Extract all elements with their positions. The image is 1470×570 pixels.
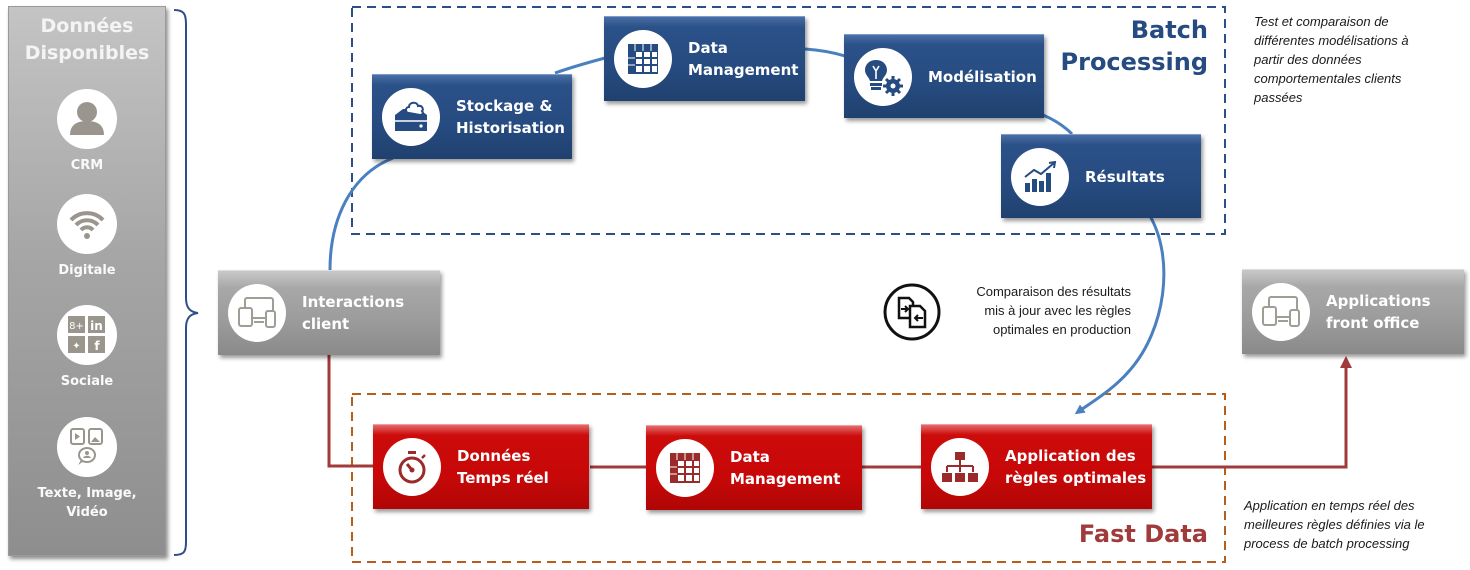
connector-modelisation-resultats [1042,113,1074,136]
connector-stockage-datamgmt [554,56,606,75]
datamgmt-batch-label: Data Management [688,37,798,81]
applications-front-office-box[interactable]: Applications front office [1242,269,1464,354]
batch-title-line2: Processing [1060,48,1208,76]
source-sociale-label: Sociale [60,374,114,389]
datamgmt-fast-label: Data Management [730,446,840,490]
resultats-label: Résultats [1085,167,1165,186]
node-data-management-batch[interactable]: Data Management [604,16,805,101]
curly-brace [173,9,199,556]
batch-note: Test et comparaison de différentes modél… [1254,12,1409,107]
svg-text:✦: ✦ [72,341,80,352]
fast-data-zone [351,393,1226,563]
stopwatch-icon [383,438,441,496]
connector-application-frontoffice [1152,356,1352,469]
batch-note-line: différentes modélisations à [1254,33,1409,48]
source-sociale[interactable]: 8+ in ✦ f Sociale [9,305,165,391]
datamgmt-batch-line1: Data [688,39,728,57]
application-regles-line1: Application des [1005,447,1136,465]
table-grid-icon [614,30,672,88]
batch-note-line: Test et comparaison de [1254,14,1389,29]
source-crm-label: CRM [70,158,104,173]
fast-note-line: Application en temps réel des [1244,498,1415,513]
temps-reel-line1: Données [457,447,531,465]
interactions-client-box[interactable]: Interactions client [218,270,440,355]
temps-reel-line2: Temps réel [457,469,549,487]
source-media-label: Texte, Image, Vidéo [9,484,165,522]
svg-text:in: in [90,319,103,333]
comparison-text: Comparaison des résultats mis à jour ave… [976,282,1131,339]
table-grid-icon [656,439,714,497]
stockage-label: Stockage & Historisation [456,95,565,139]
cloud-storage-icon [382,88,440,146]
batch-title-line1: Batch [1130,16,1208,44]
hierarchy-icon [931,438,989,496]
media-files-icon [57,417,117,477]
datamgmt-fast-line1: Data [730,448,770,466]
stockage-line1: Stockage & [456,97,553,115]
interactions-line2: client [302,315,350,333]
source-digitale[interactable]: Digitale [9,194,165,280]
fast-note-line: process de batch processing [1244,536,1410,551]
connector-datamgmt-modelisation [804,47,846,58]
connector-resultats-application [1074,215,1166,415]
fast-note: Application en temps réel des meilleures… [1244,496,1425,553]
comparison-line: mis à jour avec les règles [984,303,1131,318]
applications-label: Applications front office [1326,290,1431,334]
comparison-line: optimales en production [992,322,1131,337]
sources-panel: Données Disponibles CRM Digitale 8+ in [8,6,166,556]
batch-note-line: comportementales clients [1254,71,1402,86]
source-media[interactable]: Texte, Image, Vidéo [9,417,165,522]
connector-interactions-temps-reel [327,354,373,468]
batch-processing-zone [351,6,1226,235]
interactions-line1: Interactions [302,293,405,311]
application-regles-line2: règles optimales [1005,469,1147,487]
stockage-line2: Historisation [456,119,565,137]
node-donnees-temps-reel[interactable]: Données Temps réel [373,424,589,509]
interactions-client-label: Interactions client [302,291,404,335]
svg-text:f: f [94,339,100,353]
user-icon [57,89,117,149]
devices-icon [228,284,286,342]
chart-trend-icon [1011,147,1069,206]
wifi-icon [57,194,117,254]
batch-note-line: passées [1254,90,1303,105]
applications-line1: Applications [1326,292,1431,310]
node-data-management-fast[interactable]: Data Management [646,425,862,510]
batch-note-line: partir des données [1254,52,1362,67]
devices-icon [1252,283,1310,341]
sources-panel-title: Données Disponibles [9,13,165,67]
sources-title-line2: Disponibles [24,42,150,64]
datamgmt-fast-line2: Management [730,470,841,488]
sources-title-line1: Données [40,15,134,37]
comparison-line: Comparaison des résultats [976,284,1131,299]
source-media-label-line2: Vidéo [66,505,108,520]
datamgmt-batch-line2: Management [688,61,799,79]
modelisation-label: Modélisation [928,67,1037,86]
node-modelisation[interactable]: Modélisation [844,34,1044,118]
batch-processing-title: Batch Processing [1061,14,1208,78]
social-networks-icon: 8+ in ✦ f [57,305,117,365]
node-application-regles[interactable]: Application des règles optimales [921,424,1152,509]
connector-interactions-stockage [328,156,394,271]
source-media-label-line1: Texte, Image, [37,486,137,501]
temps-reel-label: Données Temps réel [457,445,549,489]
node-resultats[interactable]: Résultats [1001,134,1201,218]
source-digitale-label: Digitale [58,263,116,278]
fast-note-line: meilleures règles définies via le [1244,517,1425,532]
source-crm[interactable]: CRM [9,89,165,175]
applications-line2: front office [1326,314,1420,332]
lightbulb-gear-icon [854,47,912,106]
node-stockage-historisation[interactable]: Stockage & Historisation [372,74,572,159]
fast-data-title: Fast Data [1078,520,1208,548]
compare-documents-icon [882,282,942,342]
application-regles-label: Application des règles optimales [1005,445,1146,489]
svg-text:8+: 8+ [69,321,84,332]
